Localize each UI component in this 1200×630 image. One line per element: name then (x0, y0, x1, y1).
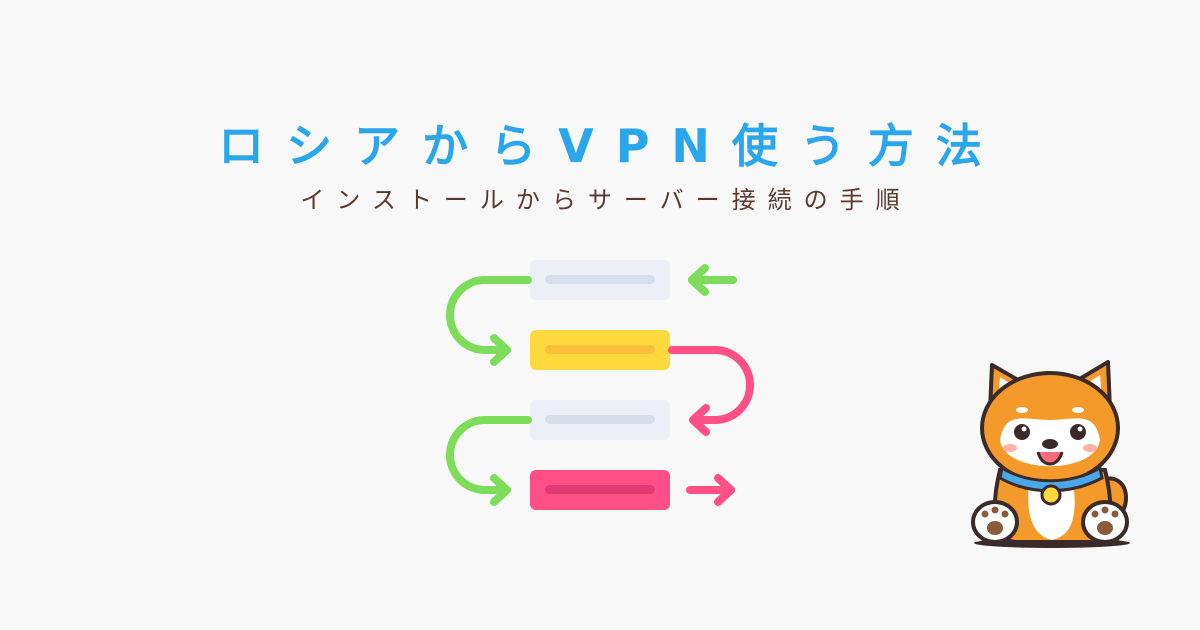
flow-step-2 (530, 330, 670, 370)
loop-arrow-icon-3 (446, 416, 532, 506)
flow-step-1 (530, 260, 670, 300)
loop-arrow-icon-2 (668, 346, 754, 436)
outgoing-arrow-icon (686, 474, 735, 506)
flow-step-3 (530, 400, 670, 440)
page-subtitle: インストールからサーバー接続の手順 (300, 186, 912, 214)
loop-arrow-icon-1 (446, 276, 532, 366)
page-title: ロシアからVPN使う方法 (218, 119, 1004, 173)
shiba-dog-icon (971, 360, 1130, 548)
flow-step-4 (530, 470, 670, 510)
incoming-arrow-icon (688, 264, 737, 296)
